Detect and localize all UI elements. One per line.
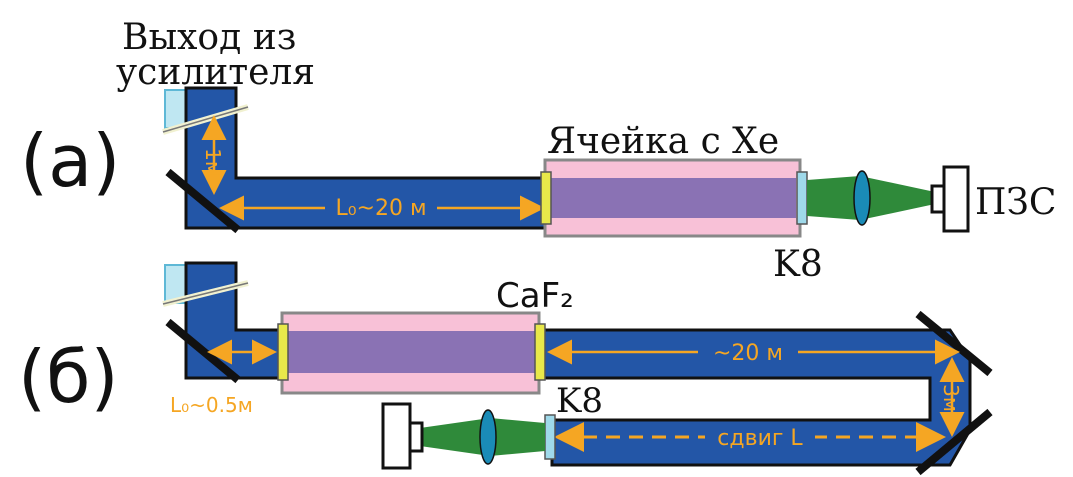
dist-label-20m: ~20 м (713, 341, 783, 366)
cell-label: Ячейка с Xe (547, 121, 779, 162)
lens-b (479, 409, 497, 465)
dist-label-1m: 1м (201, 148, 225, 176)
cell-entry-window-a (540, 171, 552, 225)
ccd-front-a (930, 184, 946, 214)
caf2-window (534, 323, 546, 381)
ccd-body-a (942, 165, 970, 233)
input-label-line2: усилителя (116, 52, 315, 93)
panel-label-a: (a) (20, 119, 120, 203)
lens-a (853, 170, 871, 226)
shift-label: сдвиг L (717, 426, 803, 451)
ccd-body-b (381, 402, 412, 470)
panel-label-b: (б) (18, 335, 119, 419)
dist-label-3m: 3м (939, 384, 963, 412)
k8-window-a (796, 171, 808, 225)
panel-b: ~20 м 3м сдвиг L (б) CaF₂ L₀~0.5м K8 (18, 261, 993, 476)
k8-label-a: K8 (773, 244, 823, 285)
dist-label-l0-short: L₀~0.5м (170, 393, 253, 417)
mirror-b-left (165, 318, 241, 384)
k8-window-b (544, 414, 556, 460)
ccd-label: ПЗС (975, 182, 1056, 223)
focus-beam-a (807, 176, 935, 220)
k8-label-b: K8 (556, 381, 603, 421)
input-label-line1: Выход из (122, 17, 296, 58)
panel-a: 1м L₀~20 м (a) Выход из усилителя Ячейка… (20, 17, 1056, 285)
cell-b-beam (285, 331, 535, 373)
dist-label-l0: L₀~20 м (335, 196, 426, 221)
mirror-b-right-bottom (915, 408, 993, 476)
caf2-label: CaF₂ (496, 276, 574, 316)
ccd-front-b (408, 421, 424, 453)
cell-entry-window-b (277, 323, 289, 381)
xe-cell-beam (548, 178, 796, 218)
